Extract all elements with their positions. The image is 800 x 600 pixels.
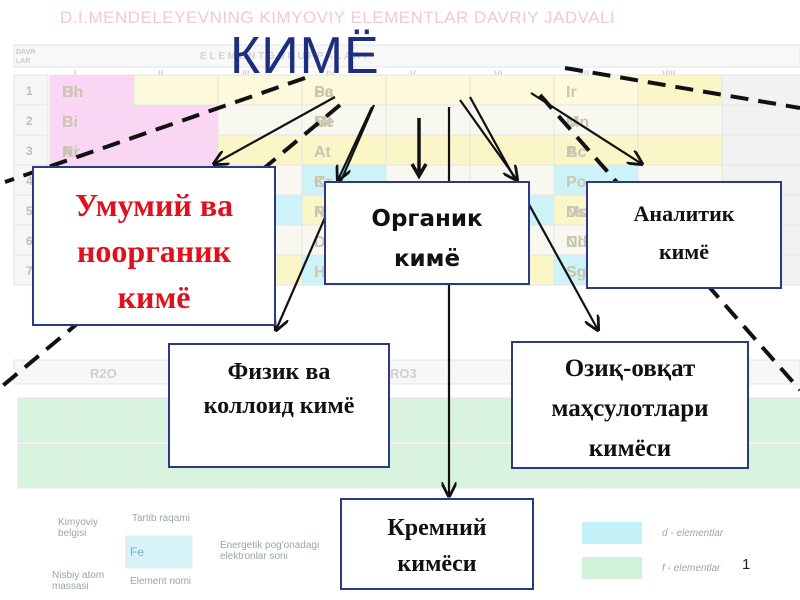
node-organic-chemistry: Органик кимё: [324, 181, 530, 285]
node-food-chemistry: Озиқ-овқат маҳсулотлари кимёси: [511, 341, 749, 469]
element-cell: [637, 134, 723, 166]
element-cell: [133, 104, 219, 136]
table-groups-label: E L E M E N T G U R U P P A L A R I: [200, 51, 366, 62]
node-line: Органик: [371, 206, 483, 232]
element-cell: [469, 74, 555, 106]
element-symbol: Ac: [566, 144, 587, 161]
page-number: 1: [742, 556, 751, 573]
element-cell: [385, 74, 471, 106]
table-header-label: LAR: [16, 58, 30, 65]
node-line: Аналитик: [633, 201, 735, 226]
node-inorganic-chemistry: Умумий ва ноорганик кимё: [32, 166, 276, 326]
f-block-cell: [73, 443, 131, 489]
element-cell: [133, 74, 219, 106]
table-header-label: DAVR: [16, 49, 35, 56]
legend-f-label: f - elementlar: [662, 563, 721, 574]
element-cell: [217, 134, 303, 166]
periodic-table-title: D.I.MENDELEYEVNING KIMYOVIY ELEMENTLAR D…: [60, 8, 616, 27]
f-block-cell: [17, 443, 75, 489]
node-line: кимё: [117, 279, 191, 315]
element-cell: [385, 134, 471, 166]
group-numeral: III: [242, 69, 250, 79]
element-symbol: At: [314, 144, 332, 161]
oxide-label: R2O: [90, 366, 117, 381]
node-line: маҳсулотлари: [551, 395, 709, 422]
f-block-cell: [409, 397, 467, 443]
node-line: кимё: [393, 246, 461, 272]
f-block-cell: [745, 397, 800, 443]
page-title: КИМЁ: [230, 27, 380, 85]
node-line: кимёси: [397, 551, 477, 577]
f-block-cell: [17, 397, 75, 443]
period-number: 2: [26, 114, 33, 128]
f-block-cell: [73, 397, 131, 443]
element-cell: [637, 74, 723, 106]
legend-name-label: Element nomi: [130, 576, 192, 587]
node-analytical-chemistry: Аналитик кимё: [586, 181, 782, 289]
group-numeral: II: [158, 69, 163, 79]
legend-sample-cell: [125, 535, 193, 569]
element-cell: [385, 104, 471, 136]
node-line: Озиқ-овқат: [564, 355, 696, 382]
oxide-label: RO3: [390, 366, 417, 381]
element-symbol: Pa: [314, 84, 334, 101]
legend-d-swatch: [582, 522, 642, 544]
period-number: 3: [26, 144, 33, 158]
element-cell: [637, 104, 723, 136]
element-symbol: Sg: [566, 264, 586, 281]
period-number: 1: [26, 84, 33, 98]
element-symbol: Ir: [566, 84, 577, 101]
legend-f-swatch: [582, 557, 642, 579]
node-line: кимёси: [588, 435, 672, 462]
node-line: Физик ва: [227, 359, 331, 385]
legend-number-label: Tartib raqami: [132, 513, 190, 524]
f-block-cell: [745, 443, 800, 489]
element-symbol: Po: [566, 174, 587, 191]
element-cell: [469, 104, 555, 136]
element-cell: [721, 74, 800, 106]
node-line: кимё: [658, 239, 710, 264]
element-symbol: Mt: [314, 114, 333, 131]
element-cell: [721, 104, 800, 136]
node-line: коллоид кимё: [203, 393, 355, 419]
legend-d-label: d - elementlar: [662, 528, 724, 539]
group-numeral: V: [410, 69, 416, 79]
legend-symbol-label: Kimyoviy belgisi: [58, 517, 99, 539]
element-symbol: Nd: [566, 234, 587, 251]
element-symbol: Ar: [62, 144, 80, 161]
legend-electrons-label: Energetik pog'onadagi elektronlar soni: [220, 540, 320, 562]
group-numeral: IV: [326, 69, 335, 79]
node-line: ноорганик: [76, 233, 232, 269]
node-silicon-chemistry: Кремний кимёси: [340, 498, 534, 590]
element-cell: [469, 134, 555, 166]
element-cell: [217, 104, 303, 136]
f-block-cell: [409, 443, 467, 489]
group-numeral: I: [74, 69, 77, 79]
node-line: Кремний: [387, 515, 487, 541]
node-line: Умумий ва: [74, 187, 234, 223]
legend-mass-label: Nisbiy atom massasi: [52, 570, 105, 592]
element-symbol: Bi: [62, 114, 78, 131]
element-cell: [721, 134, 800, 166]
element-cell: [133, 134, 219, 166]
legend-sample-symbol: Fe: [130, 545, 145, 559]
group-numeral: VI: [494, 69, 503, 79]
element-symbol: Bh: [62, 84, 83, 101]
element-symbol: U: [566, 114, 578, 131]
node-physical-colloid-chemistry: Физик ва коллоид кимё: [168, 343, 390, 468]
table-header-row: [13, 44, 800, 68]
element-symbol: Ds: [566, 204, 587, 221]
